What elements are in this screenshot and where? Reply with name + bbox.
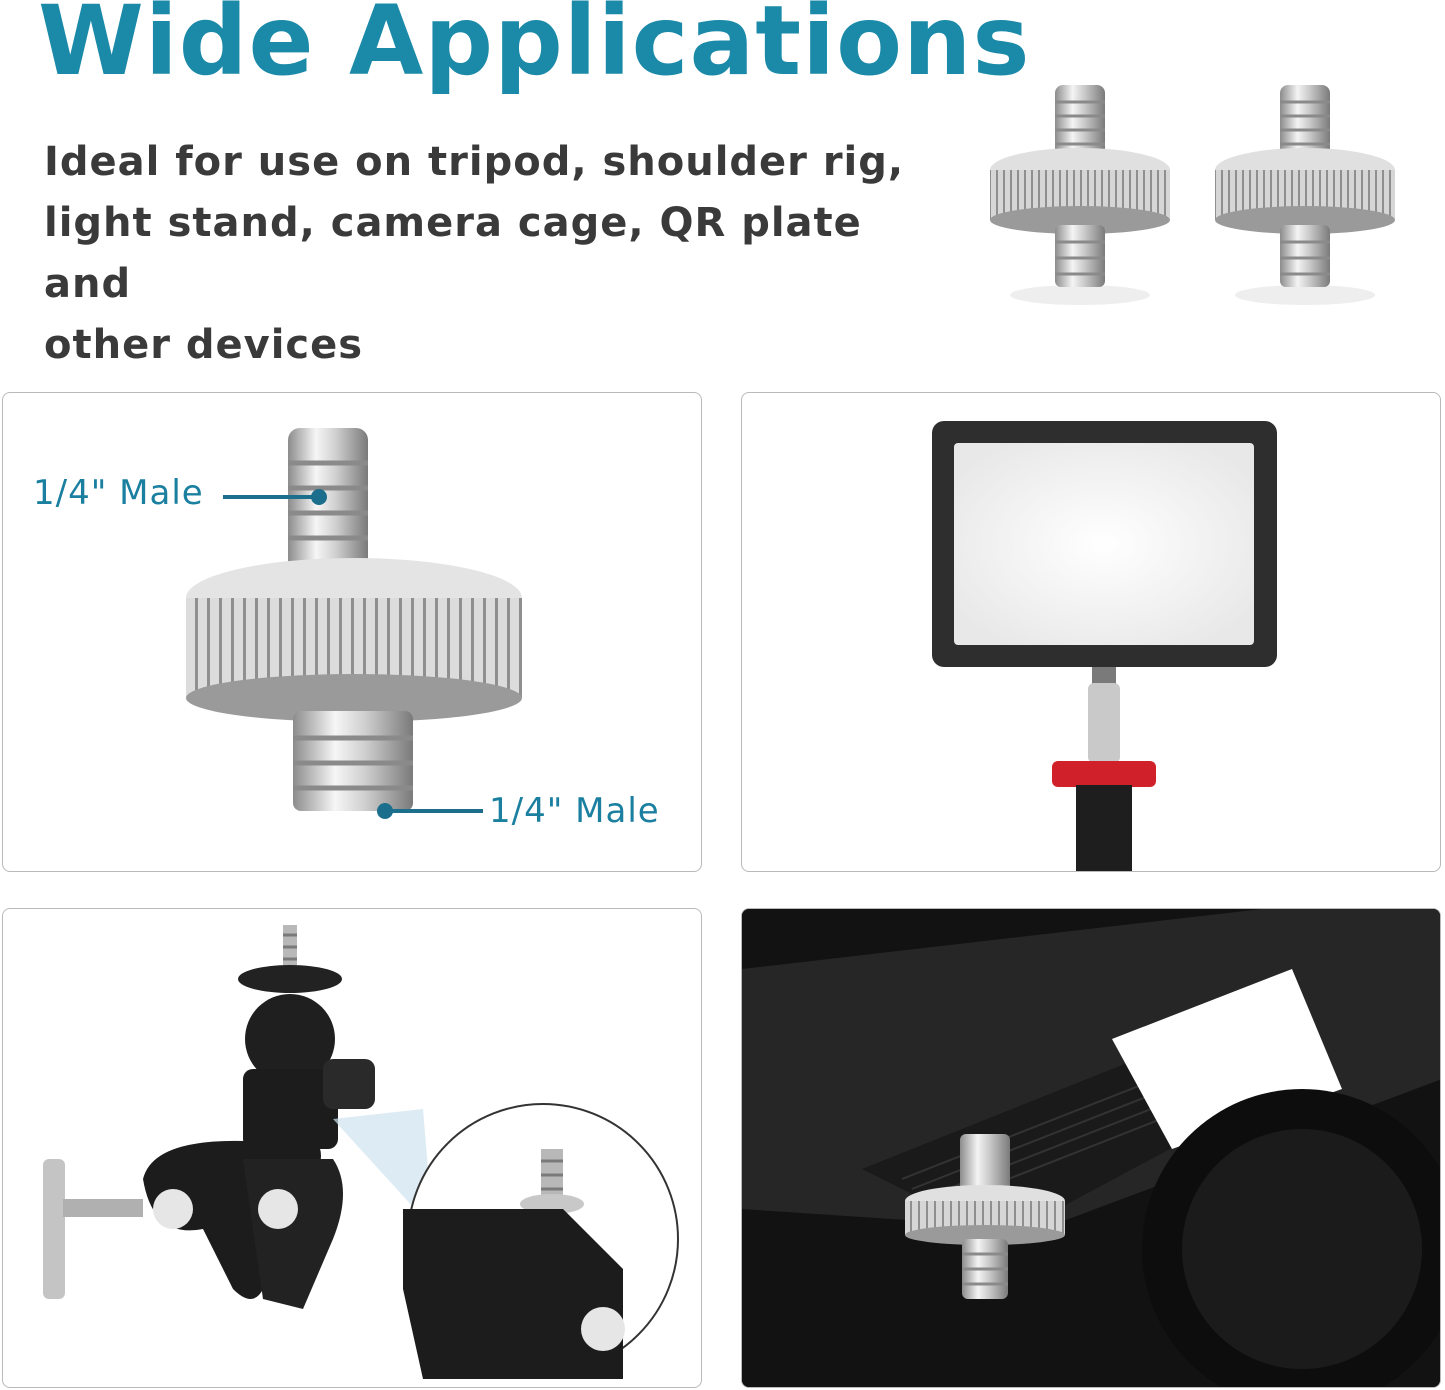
camera-bottom-image [742,909,1440,1387]
description-line-2: light stand, camera cage, QR plate and [44,200,862,307]
description-line-3: other devices [44,322,364,368]
description-line-1: Ideal for use on tripod, shoulder rig, [44,139,905,185]
description: Ideal for use on tripod, shoulder rig, l… [44,132,944,376]
page-title: Wide Applications [38,0,1031,97]
screw-left [990,85,1170,305]
screw-right [1215,85,1395,305]
panel-screw-dimensions: 1/4" Male 1/4" Male [2,392,702,872]
screw-closeup-image [186,428,522,819]
hero-screws-image [990,85,1395,305]
panel-clamp [2,908,702,1388]
panel-light-stand [741,392,1441,872]
panel-camera [741,908,1441,1388]
led-panel-on-stand-image [932,421,1277,871]
callout-bottom-male: 1/4" Male [489,791,660,831]
callout-top-male: 1/4" Male [33,473,204,513]
super-clamp-image [43,925,679,1379]
